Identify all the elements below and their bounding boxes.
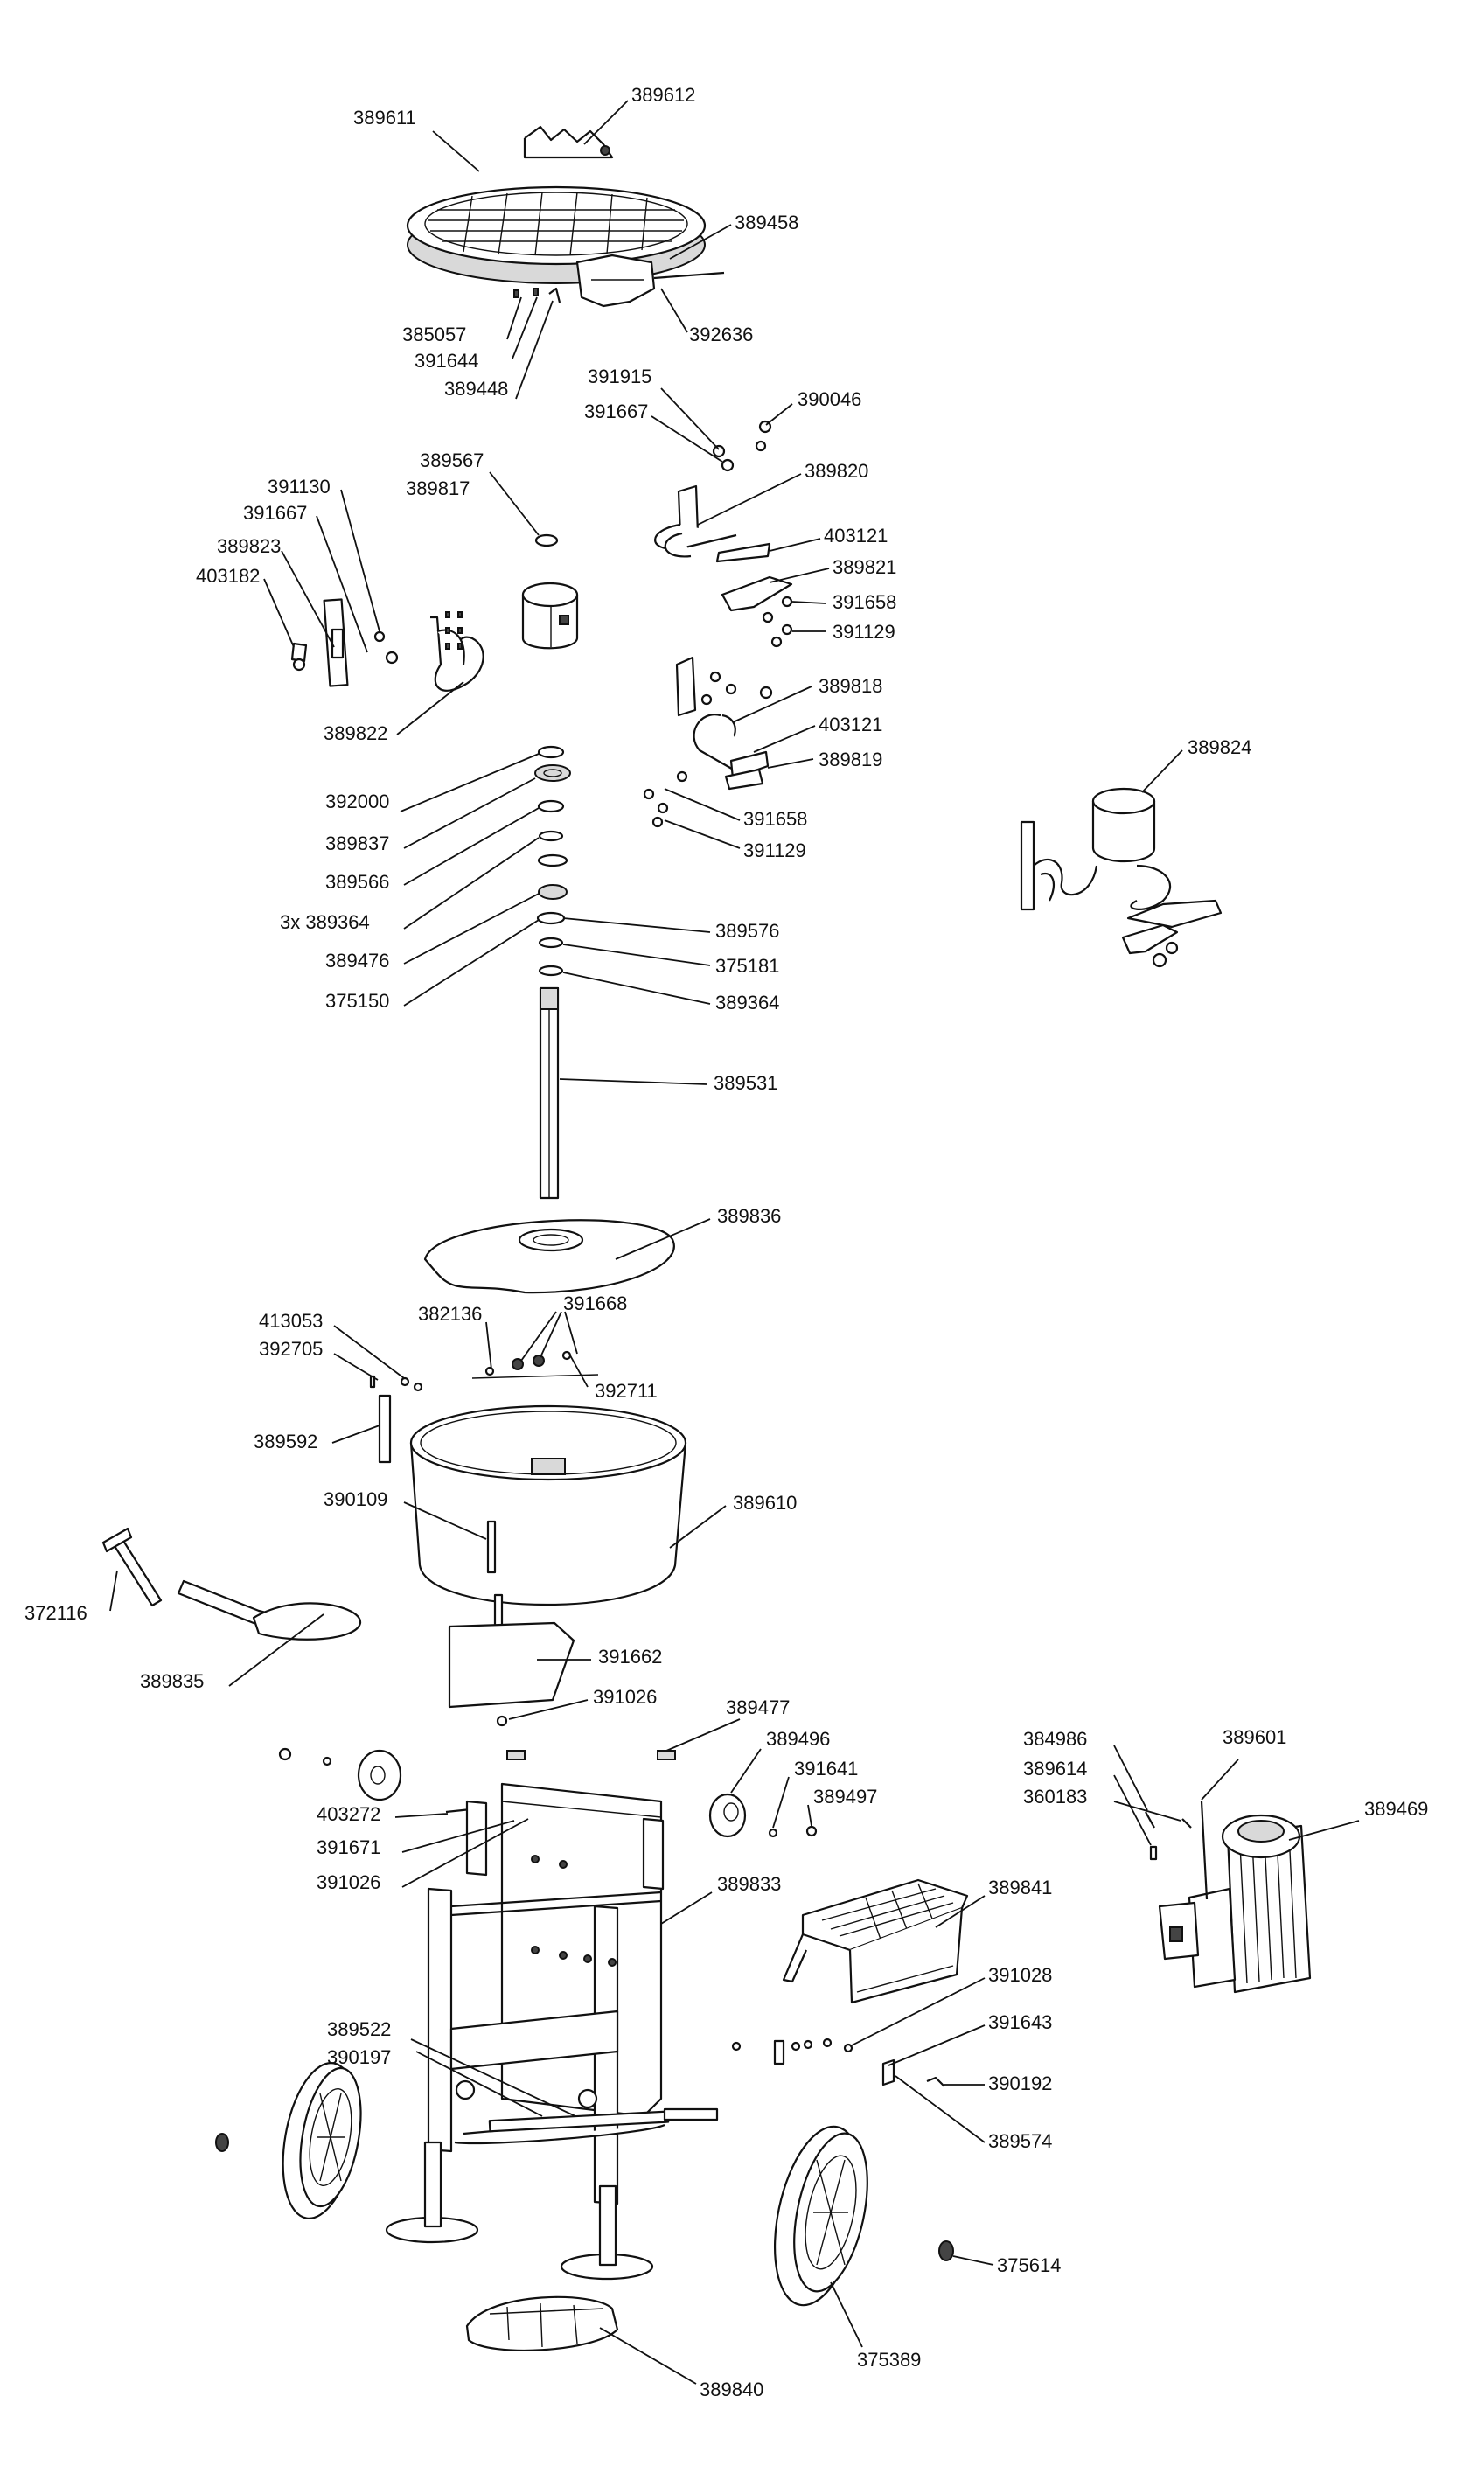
label-392636: 392636	[689, 324, 753, 345]
chassis-frame	[385, 1782, 719, 2281]
label-391644: 391644	[415, 350, 478, 372]
label-389567: 389567	[420, 449, 484, 471]
label-389817: 389817	[406, 477, 470, 499]
washer-stack	[534, 745, 571, 977]
label-389836: 389836	[717, 1205, 781, 1227]
label-382136: 382136	[418, 1303, 482, 1325]
label-392705: 392705	[259, 1338, 323, 1360]
motor-platform	[782, 1878, 969, 2004]
label-389819: 389819	[819, 749, 882, 770]
discharge-chute	[448, 1621, 676, 1760]
label-403121-upper: 403121	[824, 525, 888, 547]
label-391662: 391662	[598, 1646, 662, 1668]
gear-housing	[521, 533, 579, 650]
label-391658-upper: 391658	[833, 591, 896, 613]
drum-fasteners	[369, 1350, 599, 1464]
label-372116: 372116	[24, 1602, 87, 1624]
label-389612: 389612	[631, 84, 695, 106]
label-389522: 389522	[327, 2018, 391, 2040]
upper-left-arm	[290, 598, 484, 692]
label-391667-upper: 391667	[584, 401, 648, 422]
label-391026-chute: 391026	[593, 1686, 657, 1708]
label-389823: 389823	[217, 535, 281, 557]
label-391671: 391671	[317, 1836, 380, 1858]
leader-lines	[109, 100, 1360, 2385]
label-389574: 389574	[988, 2130, 1052, 2152]
label-389833: 389833	[717, 1873, 781, 1895]
label-389496: 389496	[766, 1728, 830, 1750]
label-391668: 391668	[563, 1292, 627, 1314]
label-375150: 375150	[325, 990, 389, 1012]
left-wheel	[215, 2061, 362, 2220]
label-389614: 389614	[1023, 1758, 1087, 1780]
label-389835: 389835	[140, 1670, 204, 1692]
label-390192: 390192	[988, 2072, 1052, 2094]
label-384986: 384986	[1023, 1728, 1087, 1750]
label-391643: 391643	[988, 2011, 1052, 2033]
label-389476: 389476	[325, 950, 389, 972]
bracket-fasteners	[731, 2038, 945, 2087]
bottom-disc	[423, 1219, 675, 1294]
handle-and-paddle	[101, 1527, 362, 1641]
alternate-mixing-head	[1020, 787, 1223, 968]
label-389364: 389364	[715, 992, 779, 1014]
label-385057: 385057	[402, 324, 466, 345]
label-391129-upper: 391129	[833, 621, 895, 643]
top-grate-assembly	[406, 125, 725, 308]
label-389592: 389592	[254, 1431, 317, 1452]
label-375389: 375389	[857, 2349, 921, 2371]
label-392711: 392711	[595, 1380, 658, 1402]
label-389531: 389531	[714, 1072, 777, 1094]
label-403272: 403272	[317, 1803, 380, 1825]
label-360183: 360183	[1023, 1786, 1087, 1808]
label-392000: 392000	[325, 791, 389, 812]
label-391667-left: 391667	[243, 502, 307, 524]
middle-scraper-arm	[643, 656, 773, 828]
label-390109: 390109	[324, 1488, 387, 1510]
label-375181: 375181	[715, 955, 779, 977]
mixing-drum	[409, 1404, 687, 1634]
label-3x-389364: 3x 389364	[280, 911, 370, 933]
label-389611: 389611	[353, 107, 416, 129]
label-391641: 391641	[794, 1758, 858, 1780]
part-number-labels: 389611 389612 389458 392636 385057 39164…	[24, 84, 1428, 2400]
label-389469: 389469	[1364, 1798, 1428, 1820]
label-391130: 391130	[268, 476, 331, 498]
label-375614: 375614	[997, 2254, 1061, 2276]
label-413053: 413053	[259, 1310, 323, 1332]
label-391915: 391915	[588, 366, 651, 387]
label-391129-lower: 391129	[743, 839, 806, 861]
label-389566: 389566	[325, 871, 389, 893]
label-389821: 389821	[833, 556, 896, 578]
label-389837: 389837	[325, 832, 389, 854]
label-403121-lower: 403121	[819, 714, 882, 735]
label-390046: 390046	[798, 388, 861, 410]
right-wheel	[773, 2125, 954, 2307]
label-389610: 389610	[733, 1492, 797, 1514]
right-axle-parts	[708, 1793, 818, 1838]
label-389820: 389820	[805, 460, 868, 482]
label-391026-frame: 391026	[317, 1871, 380, 1893]
label-389824: 389824	[1188, 736, 1251, 758]
electric-motor	[1145, 1801, 1312, 1994]
label-389448: 389448	[444, 378, 508, 400]
label-389822: 389822	[324, 722, 387, 744]
label-391658-lower: 391658	[743, 808, 807, 830]
label-389576: 389576	[715, 920, 779, 942]
label-389601: 389601	[1223, 1726, 1286, 1748]
label-391028: 391028	[988, 1964, 1052, 1986]
label-389840: 389840	[700, 2379, 763, 2400]
label-390197: 390197	[327, 2046, 391, 2068]
upper-scraper-arm	[654, 420, 793, 648]
drive-shaft	[539, 986, 560, 1200]
foot-rest	[465, 2295, 619, 2351]
label-389841: 389841	[988, 1877, 1052, 1898]
label-389477: 389477	[726, 1696, 790, 1718]
label-389458: 389458	[735, 212, 798, 233]
label-403182: 403182	[196, 565, 260, 587]
label-389818: 389818	[819, 675, 882, 697]
label-389497: 389497	[813, 1786, 877, 1808]
